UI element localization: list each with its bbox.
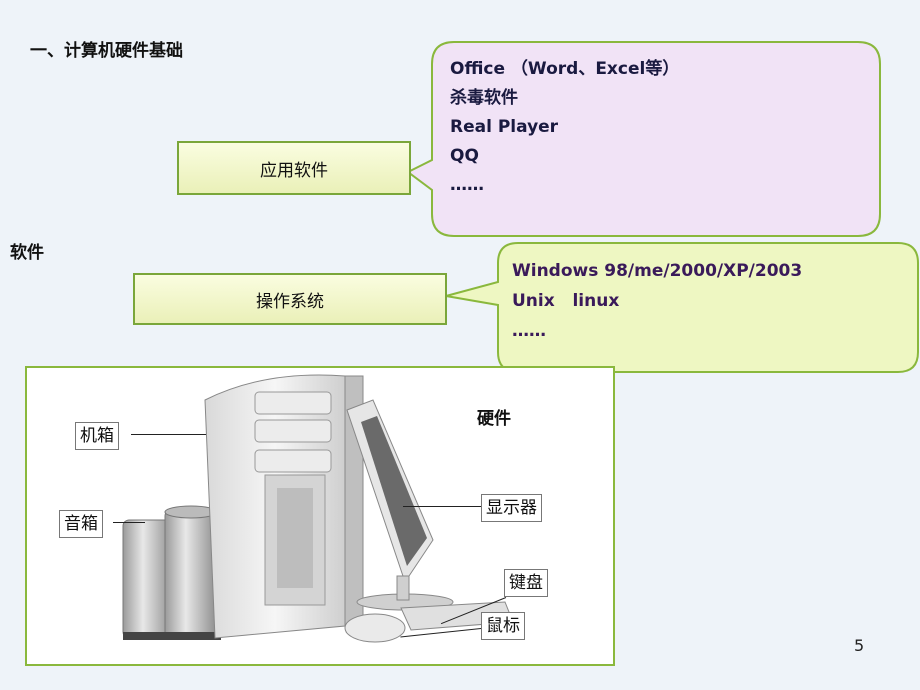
- os-item: ……: [512, 321, 546, 341]
- app-item: ……: [450, 175, 484, 195]
- label-speaker: 音箱: [59, 510, 103, 538]
- app-item: QQ: [450, 146, 479, 166]
- label-keyboard: 键盘: [504, 569, 548, 597]
- app-callout-text: Office （Word、Excel等） 杀毒软件 Real Player QQ…: [450, 55, 679, 200]
- app-item: 杀毒软件: [450, 88, 518, 108]
- leader-line-case: [131, 434, 206, 435]
- speaker-icon: [122, 505, 221, 640]
- monitor-icon: [346, 399, 454, 611]
- hardware-title: 硬件: [477, 409, 511, 429]
- page-title: 一、计算机硬件基础: [30, 41, 183, 61]
- os-item: Windows 98/me/2000/XP/2003: [512, 261, 803, 281]
- tower-case-icon: [204, 374, 364, 639]
- software-label: 软件: [10, 243, 44, 263]
- label-monitor: 显示器: [481, 494, 542, 522]
- computer-photo: [122, 374, 514, 643]
- app-software-box: 应用软件: [177, 141, 411, 195]
- app-callout-shape: [406, 41, 881, 237]
- mouse-icon: [344, 613, 406, 643]
- os-box: 操作系统: [133, 273, 447, 325]
- app-item: Office （Word、Excel等）: [450, 59, 680, 79]
- page-number: 5: [854, 636, 865, 655]
- app-item: Real Player: [450, 117, 559, 137]
- os-label: 操作系统: [256, 291, 324, 312]
- leader-line-monitor: [403, 506, 481, 507]
- label-case: 机箱: [75, 422, 119, 450]
- os-item: Unix linux: [512, 291, 620, 311]
- label-mouse: 鼠标: [481, 612, 525, 640]
- leader-line-speaker: [113, 522, 145, 523]
- app-software-label: 应用软件: [260, 160, 328, 181]
- os-callout-text: Windows 98/me/2000/XP/2003 Unix linux ……: [512, 256, 802, 346]
